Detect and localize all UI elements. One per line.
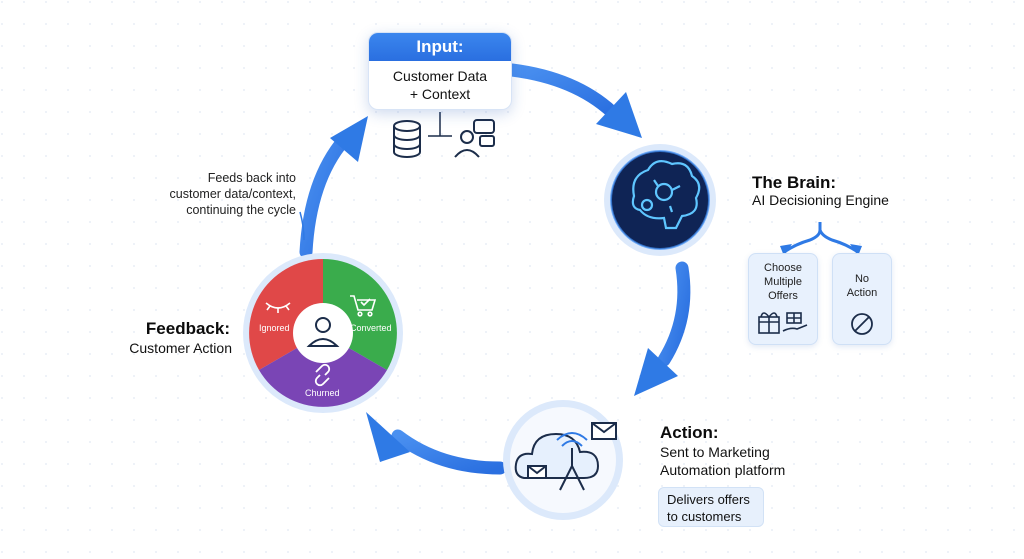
delivers-line-1: Delivers offers xyxy=(667,492,750,507)
input-card: Input: Customer Data + Context xyxy=(368,32,512,110)
database-icon xyxy=(393,120,421,158)
connector-icon xyxy=(428,112,452,137)
eye-closed-icon xyxy=(265,302,291,313)
feeds-back-note: Feeds back into customer data/context, c… xyxy=(140,170,296,218)
feeds-line-1: Feeds back into xyxy=(207,171,296,185)
note-pointer xyxy=(299,211,305,241)
gift-icon xyxy=(758,312,808,334)
feedback-node xyxy=(243,253,403,413)
input-line-1: Customer Data xyxy=(392,68,488,84)
ignored-label: Ignored xyxy=(259,323,290,333)
action-subtitle: Sent to Marketing Automation platform xyxy=(660,443,830,479)
delivers-offers-note: Delivers offers to customers xyxy=(658,487,764,527)
arrowhead-brain-to-action xyxy=(634,348,678,396)
option-choose-offers: Choose Multiple Offers xyxy=(748,253,818,345)
cloud-tower-icon xyxy=(514,422,617,491)
input-line-2: + Context xyxy=(409,86,471,102)
arrowhead-action-to-feedback xyxy=(366,412,410,462)
feeds-line-3: continuing the cycle xyxy=(186,203,296,217)
action-title: Action: xyxy=(660,423,719,442)
churned-label: Churned xyxy=(305,388,340,398)
converted-label: Converted xyxy=(350,323,392,333)
option-line: Choose xyxy=(764,262,802,274)
delivers-line-2: to customers xyxy=(667,509,742,524)
user-icon xyxy=(306,317,340,347)
feedback-subtitle: Customer Action xyxy=(129,340,232,356)
option-line: No xyxy=(854,273,870,285)
input-title: Input: xyxy=(369,33,511,61)
churned-segment xyxy=(259,333,387,407)
brain-gear-icon xyxy=(631,159,701,230)
option-line: Offers xyxy=(768,290,798,302)
action-subtitle-line-1: Sent to Marketing xyxy=(660,444,770,460)
brain-subtitle: AI Decisioning Engine xyxy=(752,192,889,208)
no-action-icon xyxy=(851,313,873,335)
cart-check-icon xyxy=(350,295,377,317)
option-line: Multiple xyxy=(764,276,802,288)
action-subtitle-line-2: Automation platform xyxy=(660,462,786,478)
broken-link-icon xyxy=(314,363,331,387)
action-node xyxy=(503,400,623,520)
feeds-line-2: customer data/context, xyxy=(169,187,296,201)
split-arrows xyxy=(783,222,859,254)
arrowhead-input-to-brain xyxy=(596,92,642,138)
arrowhead-feedback-to-input xyxy=(330,116,368,162)
arrow-input-to-brain xyxy=(505,63,619,119)
brain-title: The Brain: xyxy=(752,173,837,192)
arrow-brain-to-action xyxy=(657,261,691,367)
option-line: Action xyxy=(846,287,878,299)
brain-node xyxy=(604,144,716,256)
option-no-action: No Action xyxy=(832,253,892,345)
arrow-feedback-to-input xyxy=(299,133,351,259)
user-chat-icon xyxy=(454,119,495,158)
feedback-title: Feedback: xyxy=(145,319,230,338)
arrow-action-to-feedback xyxy=(391,429,507,475)
